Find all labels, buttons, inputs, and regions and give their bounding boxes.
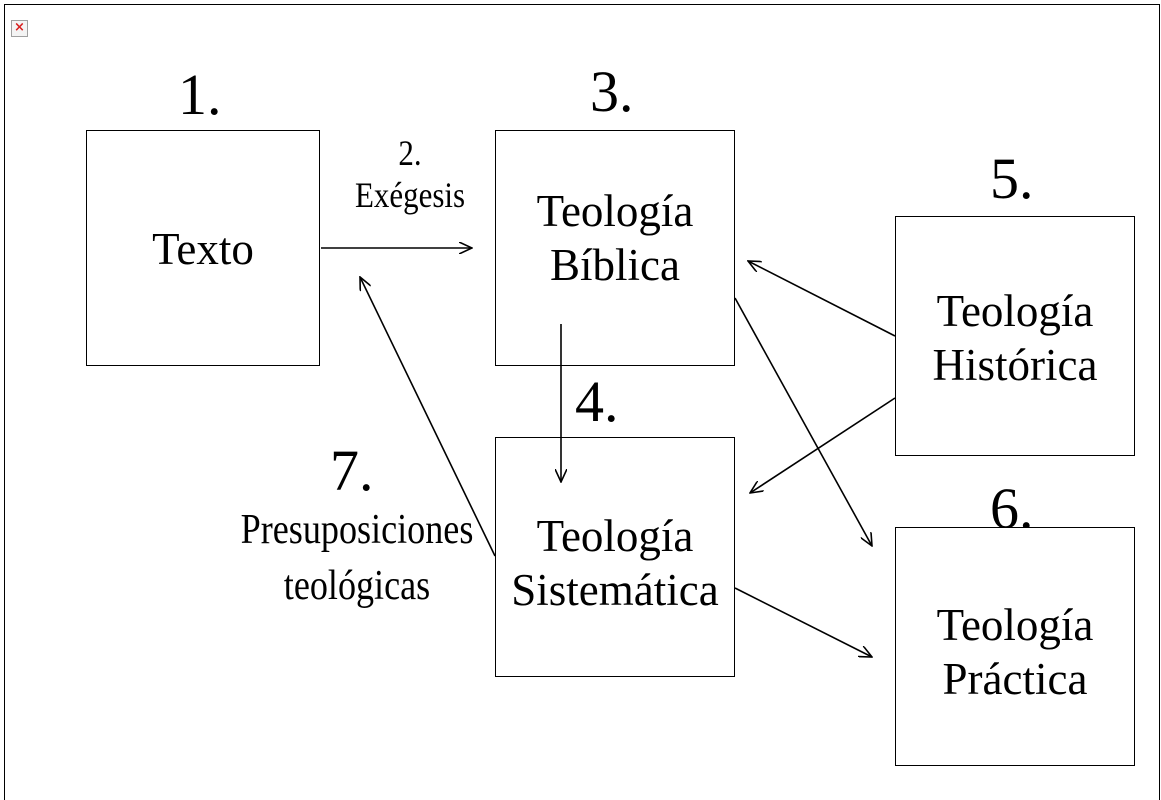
step-number-3: 3. xyxy=(590,59,634,124)
arrow-historica-to-biblica xyxy=(748,261,896,337)
box-texto-label: Texto xyxy=(152,224,254,274)
box-teologia-sistematica-label: Teología Sistemática xyxy=(511,511,719,615)
label-presuposiciones-teologicas: Presuposiciones teológicas xyxy=(240,507,474,609)
arrow-historica-to-sistematica xyxy=(750,397,896,493)
box-teologia-historica: Teología Histórica xyxy=(895,216,1135,456)
box-teologia-biblica-label: Teología Bíblica xyxy=(536,186,694,290)
box-texto: Texto xyxy=(86,130,320,366)
arrow-biblica-to-practica xyxy=(734,297,872,546)
label-exegesis: 2. Exégesis xyxy=(354,133,466,215)
box-teologia-biblica: Teología Bíblica xyxy=(495,130,735,366)
box-teologia-sistematica: Teología Sistemática xyxy=(495,437,735,677)
step-number-5: 5. xyxy=(990,146,1034,211)
box-teologia-historica-label: Teología Histórica xyxy=(932,286,1098,390)
broken-image-icon: × xyxy=(11,20,28,37)
step-number-7: 7. xyxy=(330,438,374,503)
arrow-sistematica-to-texto xyxy=(360,277,496,557)
box-teologia-practica-label: Teología Práctica xyxy=(936,599,1094,704)
step-number-4: 4. xyxy=(575,369,619,434)
arrow-sistematica-to-practica xyxy=(734,587,872,657)
step-number-1: 1. xyxy=(178,62,222,127)
box-teologia-practica: Teología Práctica xyxy=(895,527,1135,766)
diagram-frame xyxy=(4,4,1160,800)
